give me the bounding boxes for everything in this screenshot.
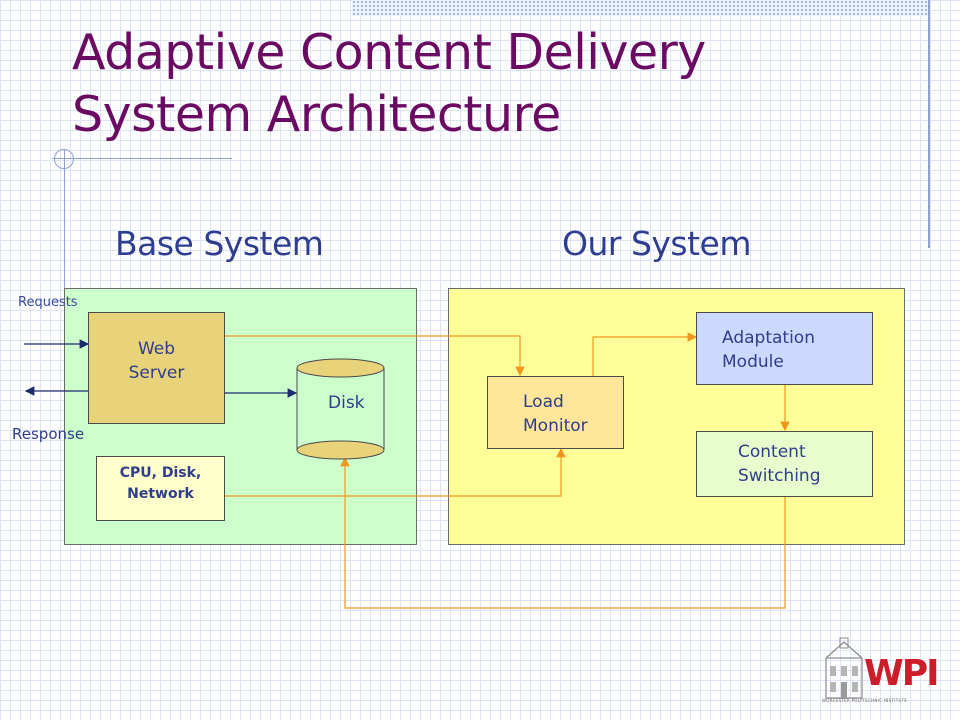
title-line-1: Adaptive Content Delivery (72, 24, 706, 81)
corner-circle-icon (54, 149, 74, 169)
content-switching-label-1: Content (738, 442, 806, 462)
web-server-box: Web Server (88, 312, 225, 424)
base-system-label: Base System (115, 224, 324, 263)
switching-to-disk-arrow (340, 456, 786, 609)
response-label: Response (12, 425, 85, 443)
resources-box: CPU, Disk, Network (96, 456, 225, 521)
adaptation-module-label-2: Module (722, 352, 784, 372)
web-server-label-2: Server (128, 363, 185, 383)
load-monitor-box: Load Monitor (487, 376, 624, 449)
disk-label: Disk (328, 393, 365, 413)
load-monitor-label-1: Load (523, 392, 564, 412)
adaptation-module-box: Adaptation Module (696, 312, 873, 385)
wpi-logo-text: WPI (864, 653, 939, 694)
content-switching-box: Content Switching (696, 431, 873, 497)
resources-to-loadmonitor-arrow (225, 447, 566, 497)
title-underline (52, 158, 232, 159)
top-decor-bar (352, 0, 930, 16)
right-frame-line (928, 0, 930, 248)
title-line-2: System Architecture (72, 86, 561, 143)
wpi-building-icon (825, 637, 863, 699)
left-frame-line (64, 150, 65, 290)
web-server-label-1: Web (137, 339, 176, 359)
requests-label: Requests (18, 295, 78, 310)
page-title: Adaptive Content Delivery System Archite… (72, 22, 892, 146)
our-system-label: Our System (562, 224, 752, 263)
wpi-logo-tagline: WORCESTER POLYTECHNIC INSTITUTE (822, 698, 908, 703)
content-switching-label-2: Switching (738, 466, 821, 486)
wpi-logo: WPI WORCESTER POLYTECHNIC INSTITUTE (820, 636, 940, 708)
load-monitor-label-2: Monitor (523, 416, 588, 436)
resources-label-2: Network (127, 486, 194, 502)
webserver-to-loadmonitor-arrow (225, 335, 525, 377)
loadmonitor-to-adaptation-arrow (592, 332, 698, 376)
adaptation-module-label-1: Adaptation (722, 328, 815, 348)
resources-label-1: CPU, Disk, (119, 465, 202, 481)
